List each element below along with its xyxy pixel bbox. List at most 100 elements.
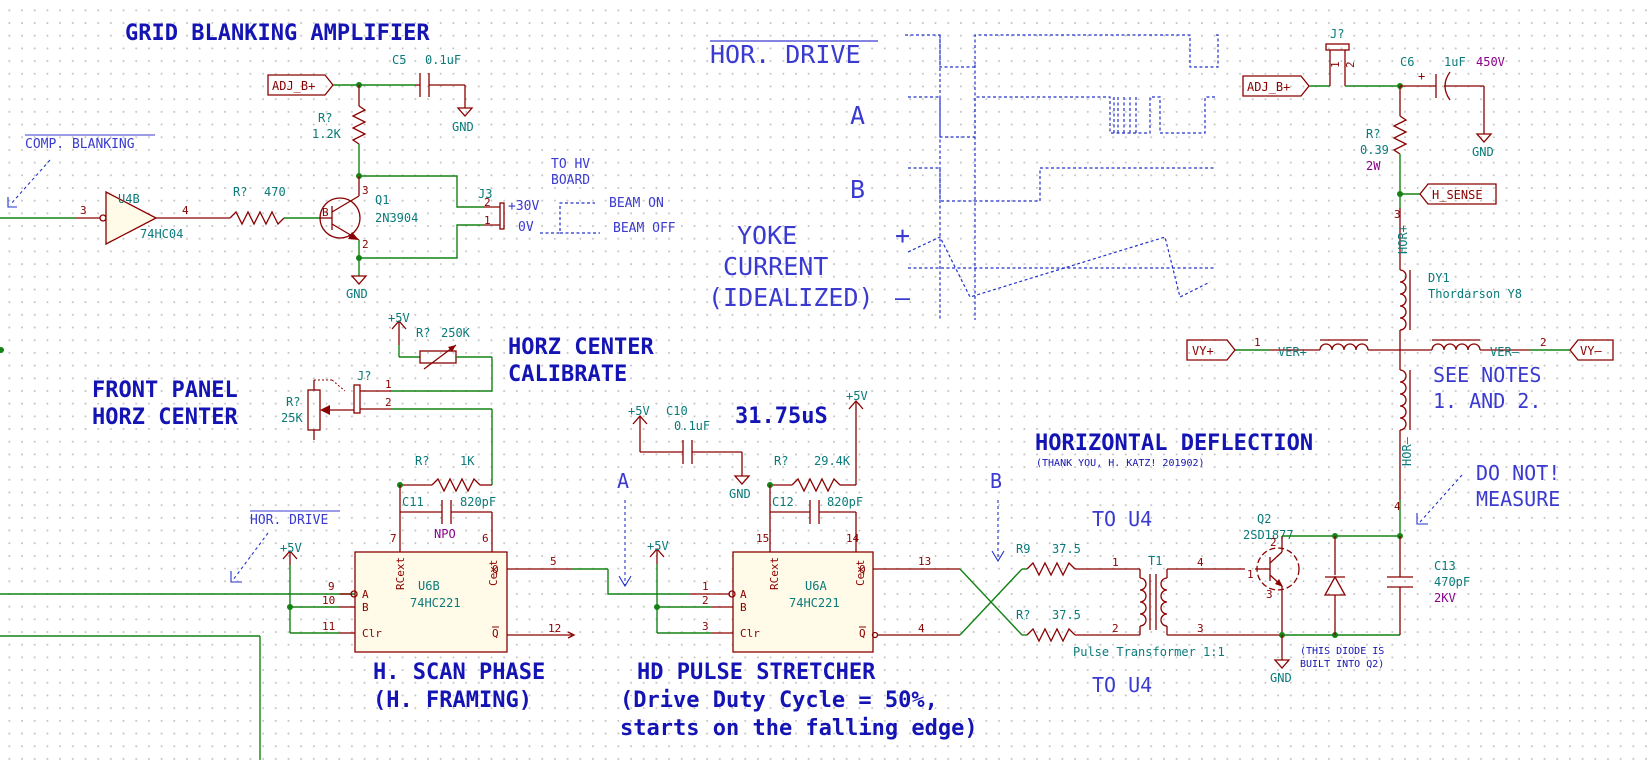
svg-text:R?: R? [1366, 127, 1380, 141]
power-plus5-cal: +5V [388, 311, 410, 345]
svg-text:+: + [1418, 69, 1425, 83]
title-stretcher-1: HD PULSE STRETCHER [637, 660, 876, 685]
svg-text:Q: Q [859, 563, 866, 576]
svg-text:1: 1 [484, 214, 491, 227]
power-plus5-u6b: +5V [280, 541, 302, 565]
svg-text:A: A [740, 588, 747, 601]
svg-text:2SD1877: 2SD1877 [1243, 528, 1294, 542]
svg-text:GND: GND [1472, 145, 1494, 159]
svg-text:C11: C11 [402, 495, 424, 509]
adj-b-label-right: ADJ_B+ [1242, 75, 1310, 97]
gnd-symbol-c5: GND [452, 107, 474, 134]
svg-text:Q2: Q2 [1257, 512, 1271, 526]
svg-text:R9: R9 [1016, 542, 1030, 556]
svg-text:0.39: 0.39 [1360, 143, 1389, 157]
to-u4-top: TO U4 [1092, 507, 1152, 531]
svg-text:R?: R? [1016, 608, 1030, 622]
svg-text:470: 470 [264, 185, 286, 199]
svg-text:Thordarson Y8: Thordarson Y8 [1428, 287, 1522, 301]
gnd-symbol-q2: GND [1270, 635, 1292, 685]
vy-plus-label: VY+ [1186, 339, 1236, 361]
svg-text:Clr: Clr [740, 627, 760, 640]
resistor-0-39: R? 0.39 2W [1360, 86, 1408, 194]
yoke-label-2: CURRENT [723, 252, 828, 281]
resistor-1k: R? 1K [400, 454, 492, 493]
resistor-29-4k: R? 29.4K [770, 454, 856, 493]
svg-text:C13: C13 [1434, 559, 1456, 573]
see-notes-line2: 1. AND 2. [1433, 389, 1541, 413]
marker-b: B [990, 469, 1002, 493]
transistor-q2: Q2 2SD1877 1 2 3 [1243, 512, 1300, 635]
gnd-symbol-c10: GND [729, 475, 751, 501]
svg-text:GND: GND [1270, 671, 1292, 685]
capacitor-c13: C13 470pF 2KV [1387, 536, 1470, 635]
svg-text:3: 3 [1197, 622, 1204, 635]
svg-text:Cext: Cext [487, 560, 500, 587]
diode-note-line1: (THIS DIODE IS [1300, 646, 1384, 657]
damper-diode [1323, 536, 1347, 635]
svg-text:14: 14 [846, 532, 860, 545]
beam-off-label: BEAM OFF [613, 221, 676, 236]
diode-note-line2: BUILT INTO Q2) [1300, 659, 1384, 670]
svg-text:1.2K: 1.2K [312, 127, 342, 141]
resistor-1-2k: R? 1.2K [312, 85, 367, 176]
svg-text:B: B [322, 206, 329, 219]
svg-text:3: 3 [80, 204, 87, 217]
svg-text:U6B: U6B [418, 579, 440, 593]
yoke-minus: – [895, 283, 911, 312]
svg-text:29.4K: 29.4K [814, 454, 851, 468]
svg-text:C10: C10 [666, 404, 688, 418]
svg-text:15: 15 [756, 532, 769, 545]
credit-note: (THANK YOU, H. KATZ! 201902) [1036, 458, 1205, 469]
svg-text:+5V: +5V [628, 404, 650, 418]
yoke-plus: + [895, 221, 910, 250]
svg-text:+5V: +5V [846, 389, 868, 403]
monostable-u6b: 9 10 11 A B Clr RCext Cext Q Q U6B 74HC2… [322, 551, 576, 653]
title-stretcher-3: starts on the falling edge) [620, 716, 978, 741]
svg-text:11: 11 [322, 620, 335, 633]
title-horz-cal-2: CALIBRATE [508, 362, 627, 387]
title-horiz-deflection: HORIZONTAL DEFLECTION [1035, 431, 1313, 456]
capacitor-c5: C5 0.1uF [392, 53, 466, 108]
title-grid-blanking: GRID BLANKING AMPLIFIER [125, 21, 430, 46]
resistor-470: R? 470 [229, 185, 320, 226]
title-front-panel-2: HORZ CENTER [92, 405, 238, 430]
svg-text:1: 1 [1112, 556, 1119, 569]
svg-text:74HC221: 74HC221 [410, 596, 461, 610]
svg-text:ADJ_B+: ADJ_B+ [272, 79, 315, 93]
svg-text:R?: R? [318, 111, 332, 125]
vy-minus-label: VY– [1569, 339, 1614, 361]
svg-text:450V: 450V [1476, 55, 1505, 69]
svg-text:820pF: 820pF [827, 495, 863, 509]
svg-text:VY+: VY+ [1192, 344, 1214, 358]
svg-text:3: 3 [702, 620, 709, 633]
svg-text:1uF: 1uF [1444, 55, 1466, 69]
svg-text:37.5: 37.5 [1052, 542, 1081, 556]
svg-text:Q: Q [492, 563, 499, 576]
svg-text:U6A: U6A [805, 579, 827, 593]
to-hv-line1: TO HV [551, 157, 590, 172]
svg-text:+5V: +5V [647, 539, 669, 553]
connector-j3: J3 2 1 [478, 187, 505, 230]
svg-text:4: 4 [182, 204, 189, 217]
adj-b-label-left: ADJ_B+ [267, 74, 334, 96]
see-notes-line1: SEE NOTES [1433, 363, 1541, 387]
svg-text:Q1: Q1 [375, 193, 389, 207]
svg-text:13: 13 [918, 555, 931, 568]
waveform-hor-drive-label: HOR. DRIVE [710, 40, 861, 69]
marker-a: A [617, 469, 629, 493]
svg-text:NPO: NPO [434, 527, 456, 541]
svg-text:R?: R? [286, 395, 300, 409]
beam-on-label: BEAM ON [609, 196, 664, 211]
waveform-a-label: A [850, 101, 865, 130]
svg-text:6: 6 [482, 532, 489, 545]
svg-text:470pF: 470pF [1434, 575, 1470, 589]
svg-text:B: B [362, 601, 369, 614]
svg-text:ADJ_B+: ADJ_B+ [1247, 80, 1290, 94]
comp-blanking-label: COMP. BLANKING [25, 137, 135, 152]
svg-text:GND: GND [729, 487, 751, 501]
svg-text:R?: R? [774, 454, 788, 468]
svg-text:GND: GND [452, 120, 474, 134]
svg-text:74HC221: 74HC221 [789, 596, 840, 610]
